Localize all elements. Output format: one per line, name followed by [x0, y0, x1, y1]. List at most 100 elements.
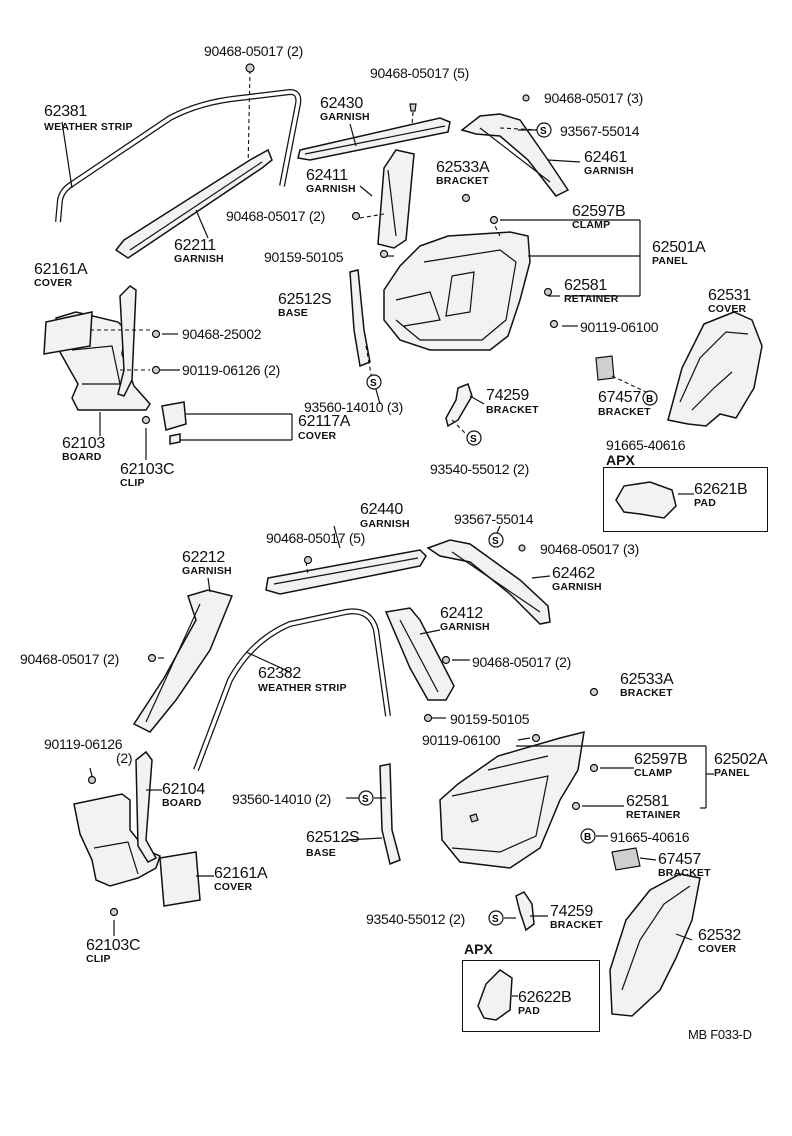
- label-62597b-bottom: 62597B: [634, 751, 688, 768]
- label-91665-40616-bottom: 91665-40616: [610, 829, 690, 845]
- label-cover-62117a: COVER: [298, 430, 337, 442]
- label-bracket-74259-bottom: BRACKET: [550, 919, 603, 931]
- label-62533a-bottom: 62533A: [620, 671, 674, 688]
- board-62104-shape: [73, 793, 161, 887]
- label-62501a: 62501A: [652, 239, 706, 256]
- label-62430: 62430: [320, 95, 363, 112]
- label-62103c-bottom: 62103C: [86, 937, 141, 954]
- label-garnish-62212: GARNISH: [182, 565, 232, 577]
- label-pad-top: PAD: [694, 497, 716, 509]
- label-62621b: 62621B: [694, 481, 748, 498]
- label-garnish-62211: GARNISH: [174, 253, 224, 265]
- label-62103: 62103: [62, 435, 105, 452]
- label-pad-bottom: PAD: [518, 1005, 540, 1017]
- label-bracket-67457-top: BRACKET: [598, 406, 651, 418]
- panel-62501a-shape: [383, 231, 531, 351]
- label-93540-55012-2-bottom: 93540-55012 (2): [366, 911, 466, 927]
- svg-text:S: S: [492, 536, 499, 547]
- garnish-62211-shape: [114, 148, 273, 259]
- s-symbol-top-2: S: [366, 374, 382, 390]
- cover-62117a-shape: [161, 401, 187, 431]
- label-91665-40616-top: 91665-40616: [606, 437, 686, 453]
- svg-text:S: S: [362, 794, 369, 805]
- label-90119-06126-2-top: 90119-06126 (2): [182, 362, 280, 378]
- label-93540-55012-2-top: 93540-55012 (2): [430, 461, 530, 477]
- label-93567-55014-bottom: 93567-55014: [454, 511, 534, 527]
- label-62211: 62211: [174, 237, 216, 254]
- svg-text:S: S: [540, 126, 547, 137]
- s-symbol-bottom-2: S: [358, 790, 374, 806]
- s-symbol-top-1: S: [536, 122, 552, 138]
- bracket-67457-top-shape: [595, 355, 615, 381]
- label-board-62103: BOARD: [62, 451, 102, 463]
- label-90159-50105-top: 90159-50105: [264, 249, 344, 265]
- bracket-74259-bottom-shape: [515, 891, 535, 932]
- label-62104: 62104: [162, 781, 205, 798]
- label-panel-bottom: PANEL: [714, 767, 750, 779]
- label-62532: 62532: [698, 927, 741, 944]
- label-90468-05017-5-top: 90468-05017 (5): [370, 65, 470, 81]
- label-cover-62531: COVER: [708, 303, 747, 315]
- svg-text:B: B: [584, 832, 591, 843]
- label-62117a: 62117A: [298, 413, 351, 430]
- garnish-62440-shape: [265, 549, 427, 595]
- label-base-top: BASE: [278, 307, 308, 319]
- garnish-62412-shape: [384, 607, 455, 701]
- garnish-62430-shape: [297, 117, 451, 161]
- label-90468-05017-3-top: 90468-05017 (3): [544, 90, 644, 106]
- label-garnish-62411: GARNISH: [306, 183, 356, 195]
- pad-62621b-shape: [615, 481, 677, 519]
- panel-62502a-shape: [439, 730, 585, 869]
- label-cover-62161a-bottom: COVER: [214, 881, 253, 893]
- label-93567-55014-top: 93567-55014: [560, 123, 640, 139]
- label-62461: 62461: [584, 149, 627, 166]
- label-62411: 62411: [306, 167, 348, 184]
- label-panel-top: PANEL: [652, 255, 688, 267]
- label-90468-25002: 90468-25002: [182, 326, 262, 342]
- label-90468-05017-5-bottom: 90468-05017 (5): [266, 530, 366, 546]
- label-62381: 62381: [44, 103, 87, 120]
- label-weather-strip-bottom: WEATHER STRIP: [258, 682, 347, 694]
- label-clamp-bottom: CLAMP: [634, 767, 673, 779]
- label-bracket-62533a-top: BRACKET: [436, 175, 489, 187]
- label-90468-05017-2-right: 90468-05017 (2): [472, 654, 572, 670]
- label-bracket-74259-top: BRACKET: [486, 404, 539, 416]
- base-62512s-bottom-shape: [379, 763, 401, 866]
- label-67457-bottom: 67457: [658, 851, 701, 868]
- garnish-62462-shape: [426, 539, 551, 625]
- cover-62532-shape: [609, 873, 701, 1017]
- svg-text:S: S: [492, 914, 499, 925]
- label-62597b-top: 62597B: [572, 203, 626, 220]
- label-clamp-top: CLAMP: [572, 219, 611, 231]
- label-90119-06100-top: 90119-06100: [580, 319, 659, 335]
- label-74259-bottom: 74259: [550, 903, 593, 920]
- svg-text:S: S: [470, 434, 477, 445]
- label-base-bottom: BASE: [306, 847, 336, 859]
- label-cover-62532: COVER: [698, 943, 737, 955]
- label-93560-14010-2-bottom: 93560-14010 (2): [232, 791, 332, 807]
- label-90159-50105-bottom: 90159-50105: [450, 711, 530, 727]
- b-symbol-top: B: [642, 390, 658, 406]
- label-90119-06126-bottom: 90119-06126: [44, 736, 123, 752]
- bracket-74259-top-shape: [445, 383, 473, 428]
- label-62531: 62531: [708, 287, 751, 304]
- apx-box-top: [603, 467, 768, 532]
- label-90119-06100-bottom: 90119-06100: [422, 732, 501, 748]
- s-symbol-top-3: S: [466, 430, 482, 446]
- label-apx-top: APX: [606, 452, 635, 468]
- svg-text:S: S: [370, 378, 377, 389]
- label-clip-top: CLIP: [120, 477, 145, 489]
- cover-62161a-bottom-shape: [159, 851, 201, 907]
- label-garnish-62462: GARNISH: [552, 581, 602, 593]
- label-62533a-top: 62533A: [436, 159, 490, 176]
- label-62502a: 62502A: [714, 751, 768, 768]
- label-67457-top: 67457: [598, 389, 641, 406]
- label-93560-14010-3-top: 93560-14010 (3): [304, 399, 404, 415]
- pad-62622b-shape: [477, 969, 513, 1021]
- label-62512s-top: 62512S: [278, 291, 332, 308]
- label-garnish-62440: GARNISH: [360, 518, 410, 530]
- cover-62161a-top-shape: [43, 311, 93, 355]
- s-symbol-bottom-3: S: [488, 910, 504, 926]
- label-62622b: 62622B: [518, 989, 572, 1006]
